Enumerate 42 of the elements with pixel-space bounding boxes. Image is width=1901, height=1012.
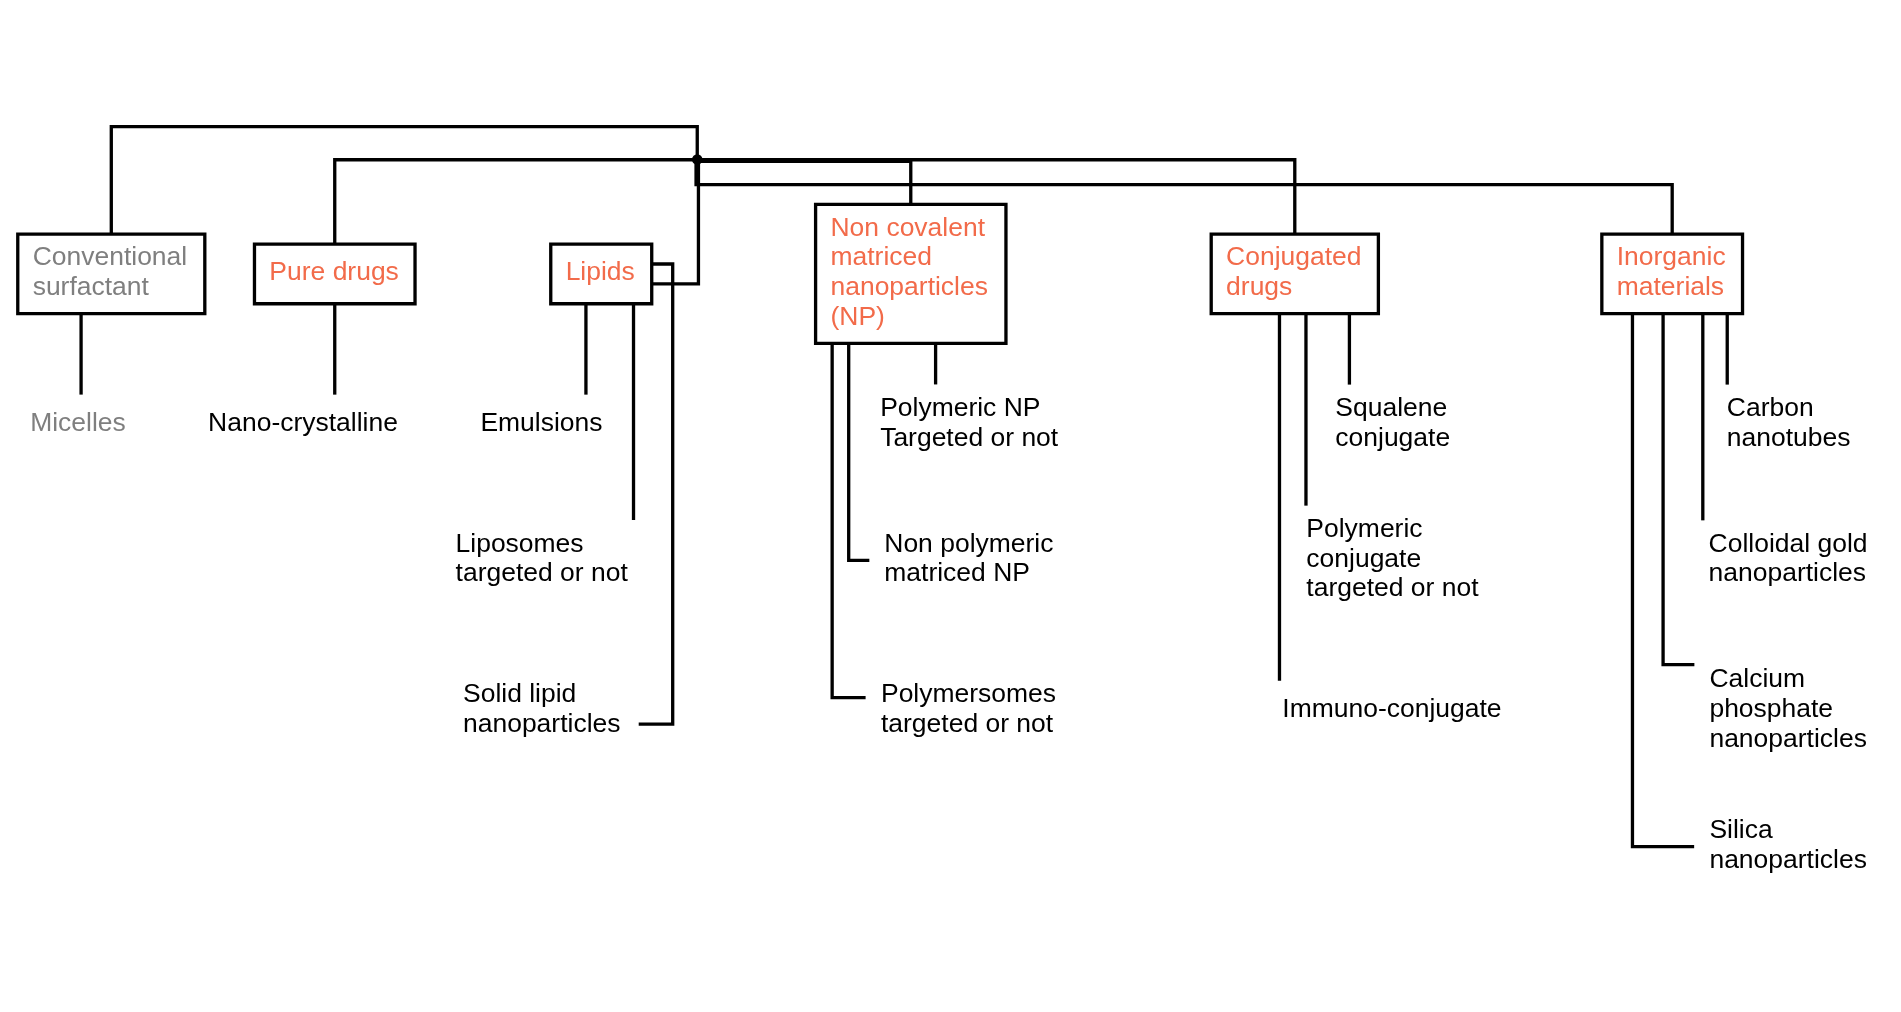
node-box: Conventional surfactant bbox=[16, 232, 207, 315]
connector bbox=[847, 343, 870, 562]
node-text: Colloidal gold nanoparticles bbox=[1708, 527, 1868, 587]
connector bbox=[584, 303, 588, 395]
connector bbox=[830, 343, 866, 699]
connector bbox=[1277, 313, 1282, 681]
connector bbox=[1701, 313, 1705, 520]
node-text: Silica nanoparticles bbox=[1709, 813, 1867, 874]
connector bbox=[700, 159, 913, 204]
node-box: Inorganic materials bbox=[1600, 232, 1745, 315]
node-text: Carbon nanotubes bbox=[1726, 391, 1851, 452]
node-text: Liposomes targeted or not bbox=[455, 527, 628, 587]
node-text: Calcium phosphate nanoparticles bbox=[1709, 662, 1867, 753]
node-text: Polymeric NP Targeted or not bbox=[880, 391, 1059, 452]
connector bbox=[333, 303, 337, 395]
connector bbox=[79, 313, 83, 395]
connector bbox=[694, 162, 1674, 234]
connector bbox=[638, 261, 675, 726]
node-text: Non polymeric matriced NP bbox=[884, 527, 1054, 587]
connector bbox=[631, 303, 636, 520]
connector bbox=[933, 343, 938, 384]
node-text: Polymersomes targeted or not bbox=[880, 677, 1057, 738]
connector bbox=[701, 157, 1297, 234]
connector bbox=[333, 157, 694, 244]
connector bbox=[109, 124, 699, 234]
node-text: Micelles bbox=[30, 406, 126, 437]
connector bbox=[652, 162, 701, 286]
node-text: Emulsions bbox=[480, 406, 603, 437]
node-text: Solid lipid nanoparticles bbox=[463, 677, 621, 738]
connector bbox=[1725, 313, 1729, 385]
node-text: Immuno-conjugate bbox=[1282, 692, 1502, 723]
node-bar bbox=[692, 153, 703, 165]
connector bbox=[1347, 313, 1352, 385]
node-text: Nano-crystalline bbox=[208, 406, 398, 437]
node-box: Lipids bbox=[549, 242, 654, 305]
connector bbox=[1304, 313, 1308, 506]
node-text: Squalene conjugate bbox=[1335, 391, 1451, 452]
node-box: Pure drugs bbox=[252, 242, 417, 305]
node-box: Conjugated drugs bbox=[1209, 232, 1381, 315]
node-box: Non covalent matriced nanoparticles (NP) bbox=[813, 202, 1008, 345]
node-text: Polymeric conjugate targeted or not bbox=[1306, 512, 1479, 602]
connector bbox=[1630, 313, 1695, 848]
